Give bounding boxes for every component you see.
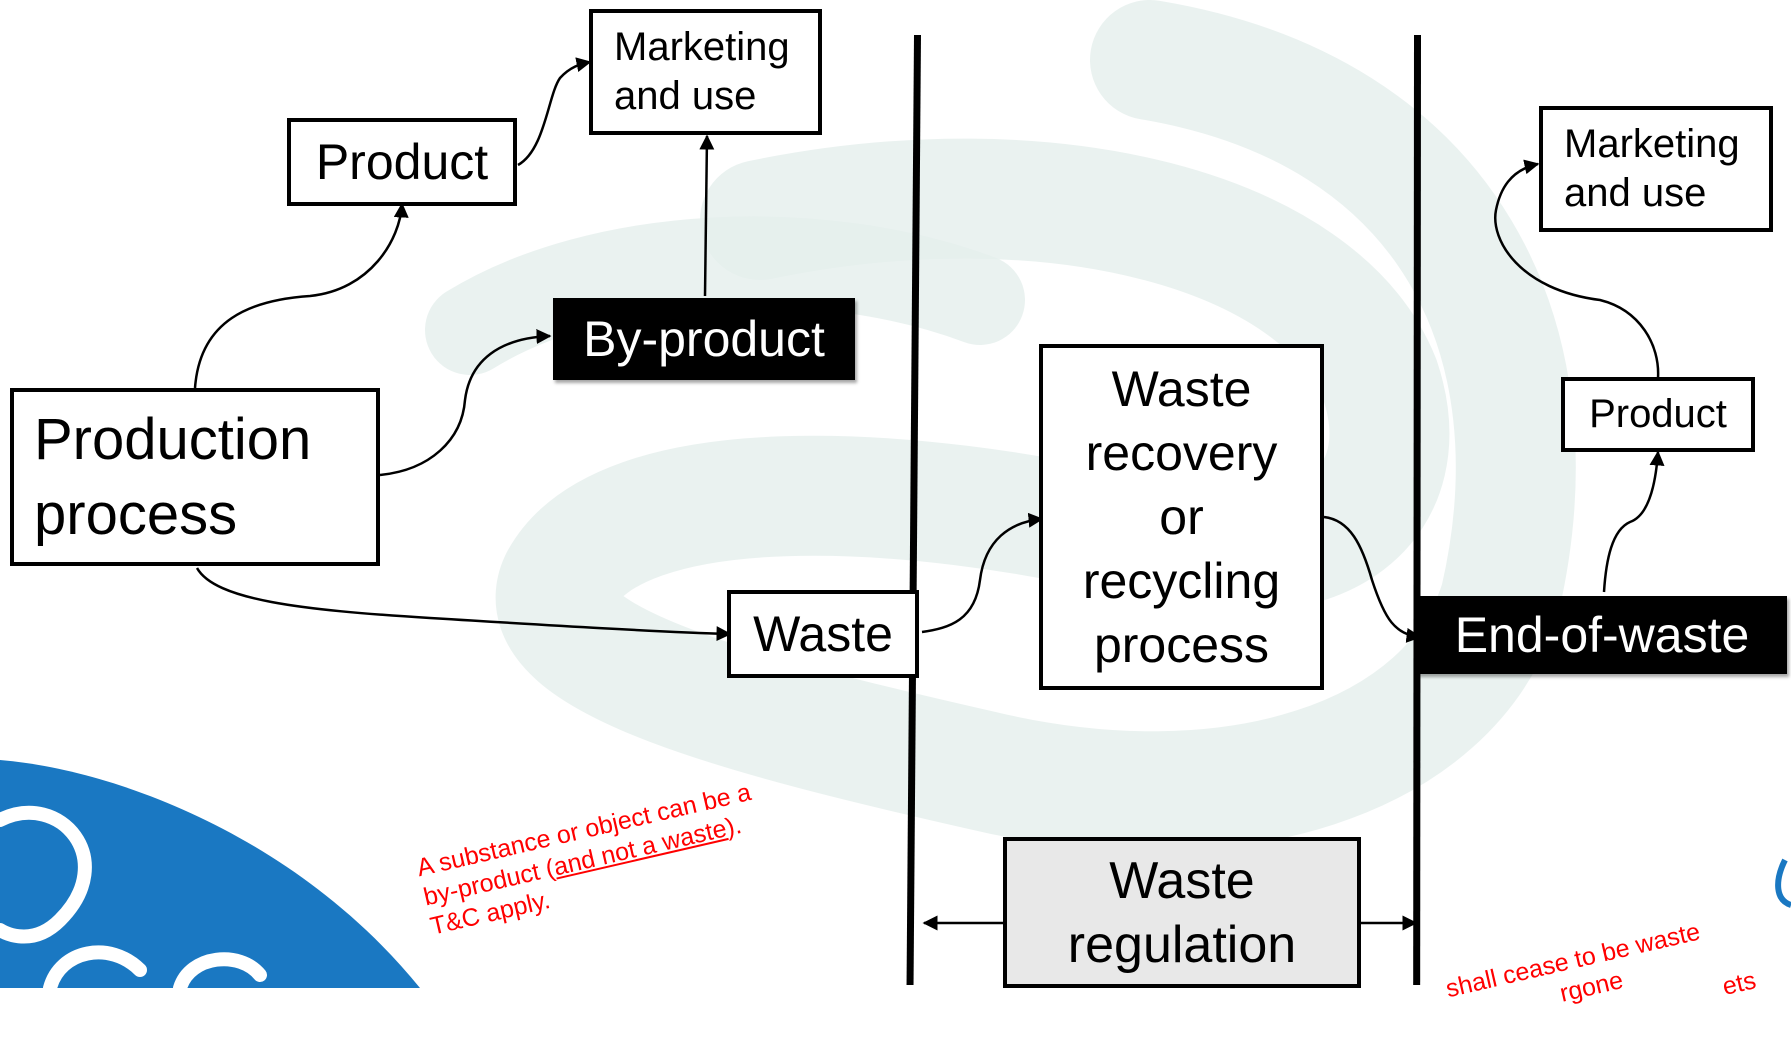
arrow-product-to-marketing — [517, 57, 592, 167]
waste-box: Waste — [727, 590, 919, 678]
waste-regulation-box: Waste regulation — [1003, 837, 1361, 988]
end-of-waste-box: End-of-waste — [1417, 596, 1787, 674]
arrow-product-to-marketing-right — [1494, 159, 1660, 379]
product-label-top: Product — [315, 134, 489, 190]
arrow-process-to-waste — [195, 567, 732, 642]
marketing-and-use-box-right: Marketing and use — [1539, 106, 1773, 232]
product-box-top: Product — [287, 118, 517, 206]
production-process-label: Production process — [34, 407, 312, 547]
waste-recovery-box: Waste recovery or recycling process — [1039, 344, 1324, 690]
arrow-endofwaste-to-product — [1602, 450, 1665, 593]
boundary-line-right — [1413, 35, 1421, 986]
production-process-box: Production process — [10, 388, 380, 566]
watermark-swirl — [495, 0, 1576, 852]
marketing-and-use-box-top: Marketing and use — [589, 9, 822, 135]
arrow-process-to-product — [193, 202, 409, 389]
watermark-background — [0, 0, 1791, 988]
end-of-waste-label: End-of-waste — [1454, 607, 1750, 663]
arrow-process-to-byproduct — [379, 329, 552, 477]
marketing-and-use-label-right: Marketing and use — [1564, 122, 1740, 215]
waste-label: Waste — [753, 606, 893, 662]
waste-regulation-label: Waste regulation — [1067, 851, 1297, 974]
arrow-recovery-to-endofwaste — [1323, 515, 1422, 643]
connector-layer — [193, 57, 1665, 931]
product-box-right: Product — [1561, 377, 1755, 452]
arrow-byproduct-to-marketing — [699, 134, 715, 297]
arrow-waste-to-recovery — [921, 512, 1044, 634]
product-label-right: Product — [1589, 392, 1727, 436]
logo-shape — [0, 760, 420, 988]
waste-recovery-label: Waste recovery or recycling process — [1082, 361, 1281, 673]
by-product-box: By-product — [553, 298, 855, 380]
marketing-and-use-label-top: Marketing and use — [614, 25, 790, 118]
by-product-label: By-product — [583, 311, 825, 367]
